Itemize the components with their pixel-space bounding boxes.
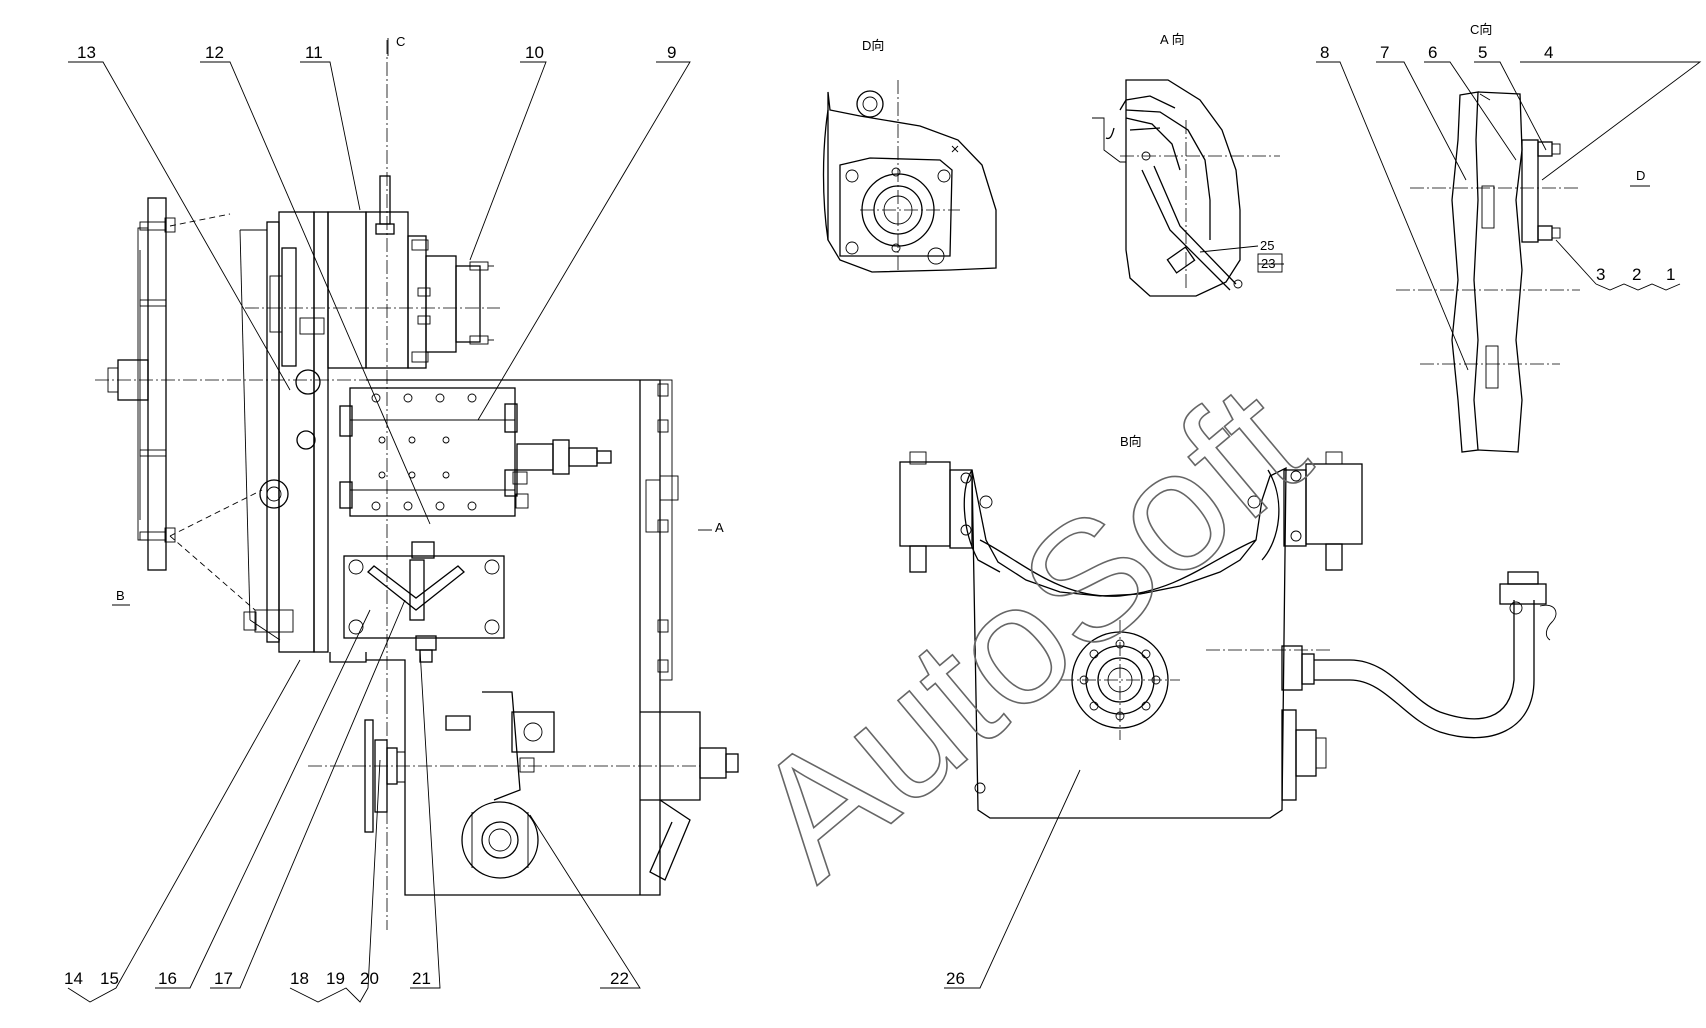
leader-lines: [67, 61, 1702, 1003]
callout-5: 5: [1478, 43, 1487, 62]
callout-26: 26: [946, 969, 965, 988]
callout-1: 1: [1666, 265, 1675, 284]
callout-21: 21: [412, 969, 431, 988]
d-view: [822, 80, 997, 273]
callout-7: 7: [1380, 43, 1389, 62]
callout-16: 16: [158, 969, 177, 988]
section-mark-b: B: [116, 588, 125, 603]
callout-23-box: [1257, 253, 1283, 273]
callout-22: 22: [610, 969, 629, 988]
c-view: [1396, 91, 1580, 453]
section-mark-c: C: [396, 34, 405, 49]
callout-6: 6: [1428, 43, 1437, 62]
view-label-a: A 向: [1160, 32, 1185, 47]
callout-10: 10: [525, 43, 544, 62]
main-front-view: [95, 40, 739, 930]
watermark: AutoSoft: [718, 349, 1341, 915]
callout-15: 15: [100, 969, 119, 988]
section-mark-d: D: [1636, 168, 1645, 183]
view-label-d: D向: [862, 38, 884, 53]
callout-17: 17: [214, 969, 233, 988]
callout-13: 13: [77, 43, 96, 62]
callout-2: 2: [1632, 265, 1641, 284]
callout-11: 11: [305, 43, 323, 62]
callout-3: 3: [1596, 265, 1605, 284]
callout-14: 14: [64, 969, 83, 988]
view-label-b: B向: [1120, 434, 1142, 449]
a-view: [1092, 79, 1280, 297]
callout-8: 8: [1320, 43, 1329, 62]
callout-9: 9: [667, 43, 676, 62]
callout-25: 25: [1260, 238, 1274, 253]
view-label-c: C向: [1470, 22, 1492, 37]
part-callouts: 13 12 11 10 9 14 15 16 17 18 19 20 21 22…: [64, 43, 1675, 988]
callout-20: 20: [360, 969, 379, 988]
callout-12: 12: [205, 43, 224, 62]
callout-18: 18: [290, 969, 309, 988]
section-mark-a: A: [715, 520, 724, 535]
watermark-text: AutoSoft: [718, 349, 1340, 914]
callout-23: 23: [1261, 256, 1275, 271]
callout-19: 19: [326, 969, 345, 988]
b-view: [899, 451, 1557, 819]
callout-4: 4: [1544, 43, 1553, 62]
view-labels: D向 A 向 C向 B向 C A B D: [112, 22, 1650, 606]
